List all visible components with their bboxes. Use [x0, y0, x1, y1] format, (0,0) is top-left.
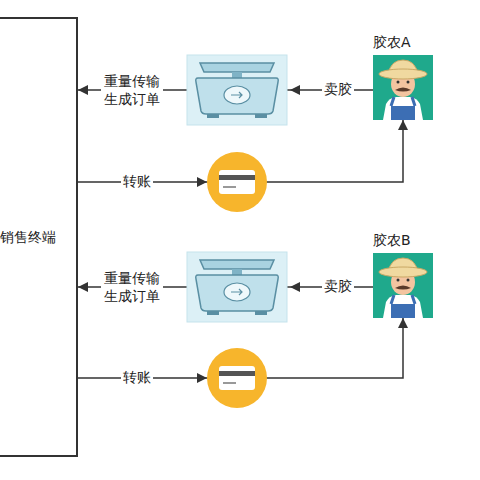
scale-icon: [187, 55, 300, 125]
farmer-node: 胶农A: [373, 55, 433, 120]
farmer-name: 胶农B: [373, 232, 411, 249]
farmer-node: 胶农B: [373, 253, 433, 318]
flow-label: 卖胶: [322, 277, 354, 297]
edge-label: 重量传输生成订单: [101, 72, 163, 109]
farmer-icon: [373, 55, 433, 120]
scale-icon: [187, 252, 300, 322]
terminal-box: 销售终端: [0, 17, 78, 457]
card-icon: [197, 348, 267, 408]
farmer-name: 胶农A: [373, 34, 411, 51]
edge-label: 重量传输生成订单: [101, 269, 163, 306]
farmer-icon: [373, 253, 433, 318]
edge-label: 转账: [121, 172, 153, 192]
card-icon: [197, 152, 267, 212]
terminal-label: 销售终端: [0, 229, 56, 246]
edge-label: 转账: [121, 368, 153, 388]
flow-label: 卖胶: [322, 80, 354, 100]
